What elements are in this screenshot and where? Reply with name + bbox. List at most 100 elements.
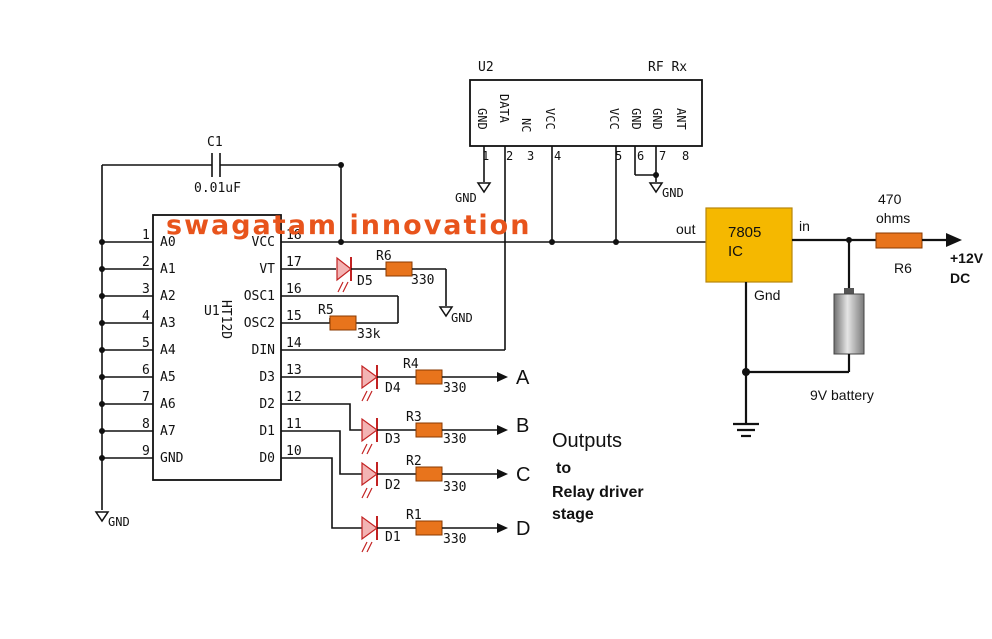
vcc-rail xyxy=(302,146,706,245)
u2-rf-receiver: U2 RF Rx GND DATA NC VCC VCC GND GND ANT… xyxy=(302,60,703,351)
led-d4 xyxy=(361,364,379,390)
regulator-gnd-label: Gnd xyxy=(754,287,780,303)
u2-pin-name: VCC xyxy=(607,108,621,130)
u1-pin-name: A1 xyxy=(160,262,176,277)
res-ref: R2 xyxy=(406,454,422,469)
vt-indicator: D5 R6 330 GND xyxy=(302,249,473,325)
u1-pin-name: A0 xyxy=(160,235,176,250)
supply-type: DC xyxy=(950,270,970,286)
u1-pin-num: 6 xyxy=(142,363,150,378)
u2-pin-name: DATA xyxy=(497,94,511,124)
outputs-relay: Relay driver xyxy=(552,484,644,501)
outputs-title: Outputs xyxy=(552,430,622,452)
regulator-in-label: in xyxy=(799,218,810,234)
led-d1 xyxy=(361,515,379,541)
res-ref: R4 xyxy=(403,357,419,372)
u1-pin-num: 14 xyxy=(286,336,302,351)
u1-pin-name: OSC1 xyxy=(244,289,275,304)
resistor-470-ohm xyxy=(875,232,923,249)
r6-value: 330 xyxy=(411,273,434,288)
res-ref: R3 xyxy=(406,410,422,425)
u2-pin-num: 3 xyxy=(527,149,534,163)
u2-pin-num: 5 xyxy=(615,149,622,163)
u2-pin-name: GND xyxy=(650,108,664,130)
regulator-ground xyxy=(733,282,759,438)
u2-pin-num: 1 xyxy=(482,149,489,163)
input-supply: 470 ohms R6 +12V DC xyxy=(792,191,984,286)
u1-pin-name: D2 xyxy=(259,397,275,412)
u1-pin-name: D3 xyxy=(259,370,275,385)
u1-pin-name: A6 xyxy=(160,397,176,412)
led-d3 xyxy=(361,417,379,443)
res-value: 330 xyxy=(443,381,466,396)
battery-9v: 9V battery xyxy=(746,240,874,403)
led-ref: D4 xyxy=(385,381,401,396)
outputs-to: to xyxy=(556,460,571,477)
supply-voltage: +12V xyxy=(950,250,984,266)
u1-pin-name: GND xyxy=(160,451,184,466)
resistor-r1 xyxy=(415,520,443,536)
u1-left-pins: 1 2 3 4 5 6 7 8 9 A0 A1 A2 A3 A4 A5 A6 A… xyxy=(99,165,184,510)
resistor-r4 xyxy=(415,369,443,385)
gnd-label: GND xyxy=(455,191,477,205)
res-ref: R1 xyxy=(406,508,422,523)
u1-decoder-ic: U1 HT12D xyxy=(152,214,282,481)
capacitor-c1: C1 0.01uF xyxy=(102,135,344,196)
u1-pin-name: A4 xyxy=(160,343,176,358)
d5-ref: D5 xyxy=(357,274,373,289)
u1-pin-num: 4 xyxy=(142,309,150,324)
u2-pin-name: GND xyxy=(629,108,643,130)
u1-part: HT12D xyxy=(218,300,233,339)
u1-pin-name: VCC xyxy=(252,235,275,250)
u1-right-pins: 18 17 16 15 14 13 12 11 10 VCC VT OSC1 O… xyxy=(244,228,302,466)
output-label: A xyxy=(516,367,530,389)
led-ref: D3 xyxy=(385,432,401,447)
u1-pin-num: 2 xyxy=(142,255,150,270)
voltage-regulator-7805: 7805 IC out in Gnd xyxy=(676,207,810,303)
u2-pin-name: VCC xyxy=(543,108,557,130)
outputs-stage: stage xyxy=(552,506,594,523)
u2-pin-name: GND xyxy=(475,108,489,130)
led-ref: D1 xyxy=(385,530,401,545)
u1-pin-name: DIN xyxy=(252,343,275,358)
c1-value: 0.01uF xyxy=(194,181,241,196)
regulator-part: 7805 xyxy=(728,224,761,241)
u1-pin-num: 13 xyxy=(286,363,302,378)
u1-pin-num: 5 xyxy=(142,336,150,351)
u2-pin-name: NC xyxy=(519,118,533,132)
u1-pin-name: A2 xyxy=(160,289,176,304)
u1-pin-num: 7 xyxy=(142,390,150,405)
u1-pin-num: 15 xyxy=(286,309,302,324)
u2-pin-num: 4 xyxy=(554,149,561,163)
u2-pin-num: 7 xyxy=(659,149,666,163)
series-res-value1: 470 xyxy=(878,191,902,207)
u1-pin-num: 10 xyxy=(286,444,302,459)
u1-pin-name: A7 xyxy=(160,424,176,439)
u1-pin-name: D1 xyxy=(259,424,275,439)
u1-pin-name: A3 xyxy=(160,316,176,331)
u1-pin-name: VT xyxy=(259,262,275,277)
series-res-ref: R6 xyxy=(894,260,912,276)
u1-pin-num: 1 xyxy=(142,228,150,243)
c1-ref: C1 xyxy=(207,135,223,150)
u1-pin-num: 8 xyxy=(142,417,150,432)
series-res-value2: ohms xyxy=(876,210,910,226)
u1-pin-num: 12 xyxy=(286,390,302,405)
output-label: C xyxy=(516,464,530,486)
led-d2 xyxy=(361,461,379,487)
u2-part: RF Rx xyxy=(648,60,687,75)
u1-pin-num: 3 xyxy=(142,282,150,297)
u1-pin-num: 11 xyxy=(286,417,302,432)
outputs-note: Outputs to Relay driver stage xyxy=(552,430,644,523)
u2-pin-num: 6 xyxy=(637,149,644,163)
output-label: B xyxy=(516,415,529,437)
r5-value: 33k xyxy=(357,327,381,342)
output-label: D xyxy=(516,518,530,540)
gnd-label: GND xyxy=(451,311,473,325)
u1-pin-name: A5 xyxy=(160,370,176,385)
regulator-out-label: out xyxy=(676,221,696,237)
watermark-text: swagatam innovation xyxy=(166,210,531,241)
res-value: 330 xyxy=(443,432,466,447)
u1-pin-num: 17 xyxy=(286,255,302,270)
